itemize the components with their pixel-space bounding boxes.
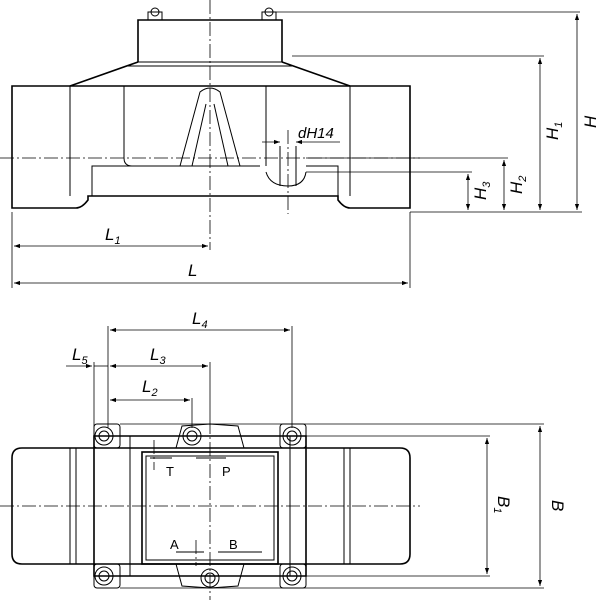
label-H2: H2 xyxy=(507,176,529,194)
label-H: H xyxy=(581,115,600,128)
label-L5: L5 xyxy=(72,345,88,367)
label-L: L xyxy=(188,261,197,280)
shoulder-right xyxy=(281,61,351,87)
label-L4: L4 xyxy=(192,309,208,331)
plan-housing xyxy=(11,447,411,565)
top-boss xyxy=(137,19,283,62)
plan-view: T P A B L4 L5 L3 L2 B1 B xyxy=(0,309,567,600)
label-L1: L1 xyxy=(105,225,121,247)
label-H3: H3 xyxy=(471,181,493,200)
boss-bolt-right xyxy=(261,7,277,20)
inner-step-right xyxy=(306,165,339,196)
inner-block xyxy=(91,86,267,196)
port-label-B: B xyxy=(229,537,238,552)
rib-inner xyxy=(191,103,229,167)
port-label-A: A xyxy=(170,537,179,552)
boss-bolt-left xyxy=(147,7,163,20)
front-view: L1 L dH14 H H1 H2 H3 xyxy=(0,0,600,288)
label-H1: H1 xyxy=(543,122,565,140)
label-L2: L2 xyxy=(142,377,158,399)
port-label-T: T xyxy=(166,464,174,479)
label-L3: L3 xyxy=(150,345,166,367)
port-label-P: P xyxy=(222,464,231,479)
label-B: B xyxy=(548,500,567,511)
label-B1: B1 xyxy=(491,496,513,513)
port-thread xyxy=(265,171,307,187)
shoulder-left xyxy=(69,61,139,87)
mount-hole-tl xyxy=(93,423,121,449)
mount-hole-bl xyxy=(93,563,121,589)
port-bore xyxy=(279,146,297,186)
label-dH14: dH14 xyxy=(298,125,334,142)
